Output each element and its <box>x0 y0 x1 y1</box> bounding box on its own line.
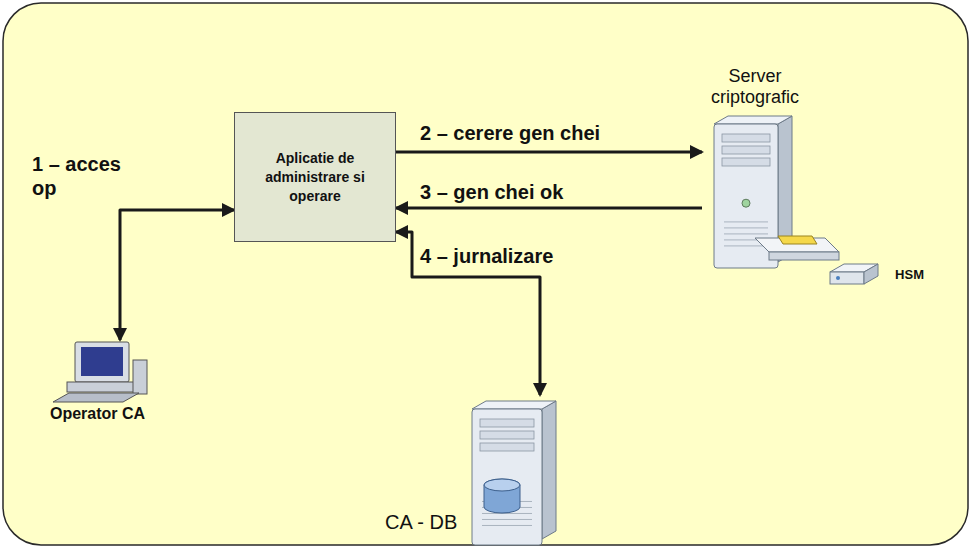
node-label: Aplicatie de administrare si operare <box>247 149 383 206</box>
node-label: HSM <box>895 267 924 283</box>
connector-arrow <box>120 210 234 340</box>
connector-arrow <box>396 151 702 154</box>
node-label: Server criptografic <box>705 66 805 108</box>
edge-label: 2 – cerere gen chei <box>420 121 600 145</box>
edge-label: 4 – jurnalizare <box>420 244 553 268</box>
hsm-device: HSM <box>826 258 924 292</box>
node-label: Operator CA <box>50 404 145 424</box>
operator-workstation: Operator CA <box>45 340 185 428</box>
background-panel <box>3 3 968 545</box>
edge-label: 3 – gen chei ok <box>420 180 563 204</box>
edge-label: 1 – acces op <box>32 152 140 200</box>
connector-arrow <box>396 207 702 210</box>
process-box: Aplicatie de administrare si operare <box>234 112 396 242</box>
server-node: Server criptografic <box>700 66 810 270</box>
database-server: CA - DB <box>380 395 565 541</box>
node-label: CA - DB <box>385 510 457 534</box>
pc-icon <box>45 340 185 404</box>
hsm-icon <box>826 258 886 292</box>
